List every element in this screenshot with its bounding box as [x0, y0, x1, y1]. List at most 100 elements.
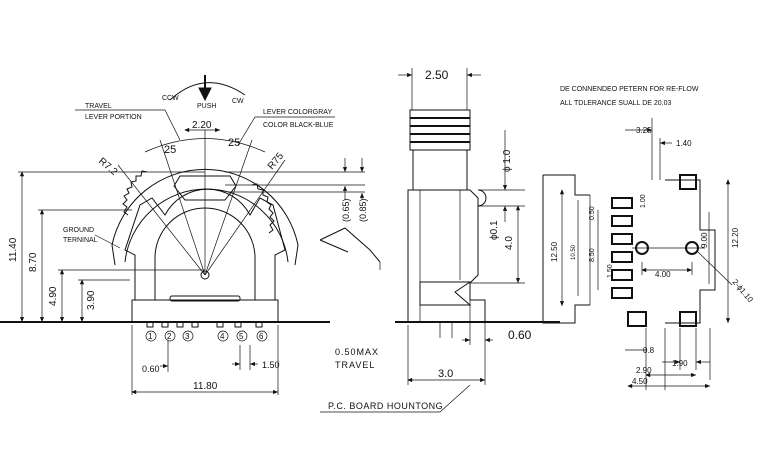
- terminal-pin: [234, 321, 242, 328]
- lever-body: [173, 175, 237, 201]
- radial-line: [204, 139, 253, 276]
- terminal-1: 1: [148, 332, 153, 341]
- pattern-outline-top-left: [543, 174, 590, 196]
- dim-3-90: 3.90: [86, 290, 97, 310]
- shaft: [412, 149, 468, 191]
- pcb-mounting-label: P.C. BOARD HOUNTONG: [328, 401, 443, 411]
- side-view: 2.50 ϕ 1.0 ϕ0.1 4.0 0.60 3.0 P.C: [320, 68, 560, 413]
- leader-line: [94, 234, 121, 249]
- dim-2-phi-1-10: 2-ϕ1.10: [730, 278, 755, 305]
- terminal-3: 3: [185, 332, 190, 341]
- pad-bottom-left: [627, 311, 647, 327]
- dim-11-40: 11.40: [8, 237, 19, 262]
- push-arrow-head: [198, 87, 212, 102]
- front-view: CCW PUSH CW TRAVEL LEVER PORTION LEVER C…: [0, 75, 381, 395]
- dim-3-0: 3.0: [438, 368, 453, 380]
- dim-4-90: 4.90: [48, 286, 59, 306]
- dim-4-50: 4.50: [632, 377, 648, 386]
- pad-bottom-right: [679, 311, 697, 327]
- pad-column: [611, 197, 633, 299]
- terminal-marker: [236, 330, 248, 342]
- dim-0-85: (0.85): [358, 198, 368, 222]
- ground-label: GROUND: [63, 227, 94, 234]
- terminal-pin: [255, 321, 263, 328]
- travel-wedge-lower: [319, 239, 349, 253]
- dim-phi-1-0: ϕ 1.0: [502, 149, 513, 172]
- base-plate: [131, 299, 279, 323]
- travel-wedge: [319, 227, 381, 263]
- pattern-outline-left: [542, 175, 590, 324]
- dim-8-50: 8.50: [589, 248, 596, 262]
- radius-left: R7.2: [96, 156, 120, 178]
- terminal-marker: [256, 330, 268, 342]
- travel-max: 0.50MAX: [335, 347, 379, 357]
- dim-8-70: 8.70: [28, 252, 39, 272]
- terminal-marker: [217, 330, 229, 342]
- radial-line: [204, 159, 286, 276]
- dim-1-50-pad: 1.50: [607, 264, 614, 278]
- travel-note: TRAVEL: [335, 360, 375, 370]
- solder-pad: [611, 287, 633, 299]
- solder-pad: [611, 269, 633, 281]
- dim-4-00: 4.00: [655, 270, 671, 279]
- tolerance-note: ALL TDLERANCE SUALL DE 20.03: [560, 100, 672, 107]
- dim-1-90: 1.90: [672, 359, 688, 368]
- solder-pad: [611, 233, 633, 245]
- dim-2-50: 2.50: [425, 68, 449, 82]
- lever-portion-label: LEVER PORTION: [85, 114, 142, 121]
- leader-line: [237, 116, 256, 146]
- pattern-outline-right: [665, 179, 716, 324]
- terminal-marker: [164, 330, 176, 342]
- inner-housing: [124, 188, 286, 300]
- knob-ribs: [410, 117, 470, 143]
- dim-3-25: 3.25: [636, 126, 652, 135]
- dim-12-50: 12.50: [550, 241, 559, 262]
- dim-1-50-bottom: 1.50: [262, 360, 280, 370]
- terminal-2: 2: [167, 332, 172, 341]
- serration-right: [251, 183, 275, 234]
- solder-pad: [611, 251, 633, 263]
- leader-line: [697, 251, 733, 286]
- terminal-pin: [161, 321, 169, 328]
- solder-pad: [611, 215, 633, 227]
- dim-0-8: 0.8: [643, 346, 655, 355]
- radius-right: R75: [266, 150, 287, 171]
- dim-0-65: (0.65): [341, 198, 351, 222]
- slot: [169, 295, 241, 302]
- dim-10-50: 10.50: [571, 244, 577, 260]
- lever-color-label: LEVER COLORGRAY: [263, 109, 332, 116]
- reflow-note: DE CONNENDEO PETERN FOR RE-FLOW: [560, 86, 699, 93]
- push-label: PUSH: [197, 103, 216, 110]
- pattern-view: DE CONNENDEO PETERN FOR RE-FLOW ALL TDLE…: [542, 86, 755, 390]
- leader-line: [439, 384, 471, 413]
- ccw-label: CCW: [162, 95, 179, 102]
- dim-1-00: 1.00: [640, 194, 647, 208]
- dim-12-20: 12.20: [731, 227, 740, 248]
- clip: [419, 281, 472, 306]
- dim-phi-0-1: ϕ0.1: [489, 220, 500, 240]
- leader-line: [164, 109, 181, 141]
- pin-bump: [477, 189, 487, 207]
- serration-left: [122, 170, 148, 216]
- angle-right: 25: [228, 137, 240, 149]
- inner-dome: [154, 207, 256, 300]
- solder-pad: [611, 197, 633, 209]
- color-black-blue-label: COLOR BLACK-BLUE: [263, 122, 334, 129]
- terminal-pin: [216, 321, 224, 328]
- terminal-pin: [146, 321, 154, 328]
- terminal-labels: 1 2 3 4 5 6: [145, 330, 268, 342]
- radial-line: [159, 139, 206, 276]
- rotation-arc: [169, 82, 246, 101]
- terminal-5: 5: [239, 332, 244, 341]
- terminal-label: TERNINAL: [63, 237, 98, 244]
- center-pivot: [200, 270, 210, 280]
- terminal-pin: [176, 321, 184, 328]
- terminal-pins: [146, 321, 263, 328]
- angle-left: 25: [164, 144, 176, 156]
- terminal-pin: [191, 321, 199, 328]
- dim-4-0: 4.0: [504, 236, 515, 250]
- knob: [409, 109, 471, 151]
- dim-11-80: 11.80: [193, 381, 218, 392]
